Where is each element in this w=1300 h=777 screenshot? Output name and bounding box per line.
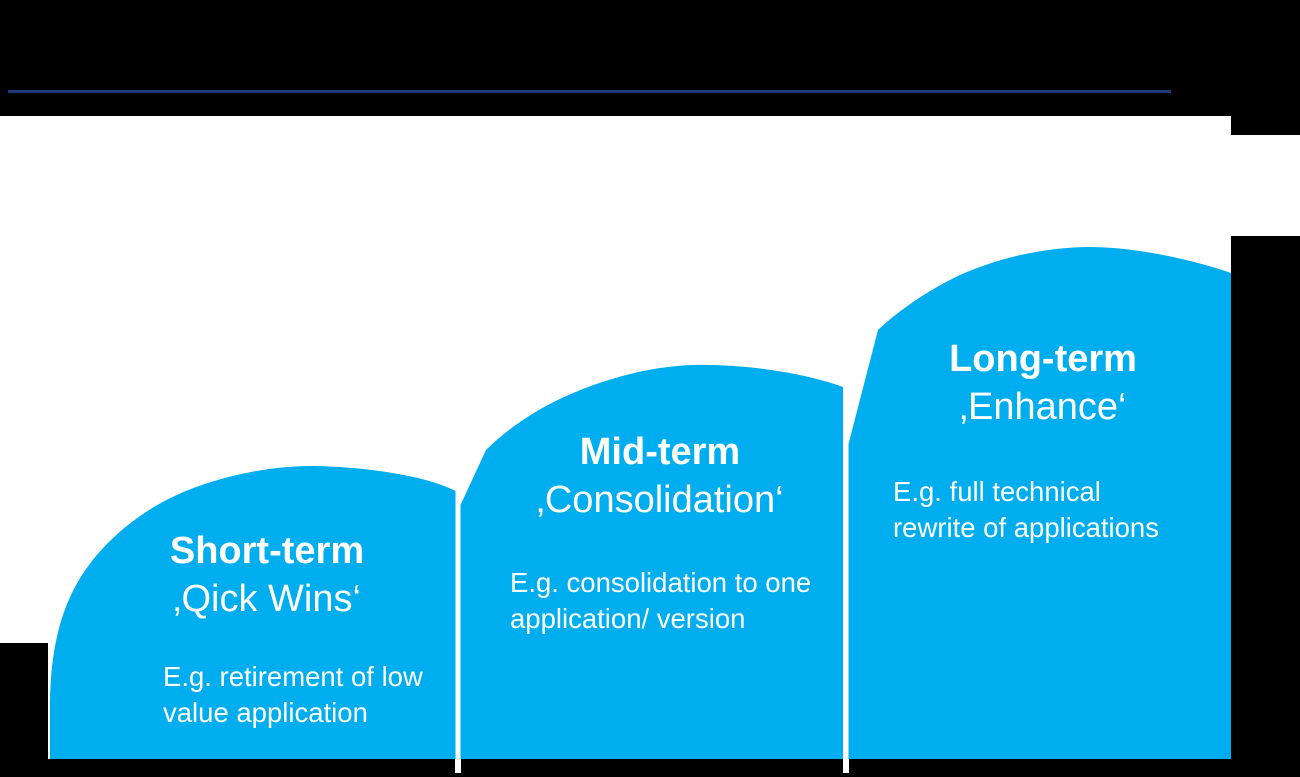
phase-short-term-example: E.g. retirement of low value application [163, 659, 423, 731]
example-line: value application [163, 697, 368, 728]
phase-title: Mid-term [579, 431, 741, 473]
phase-mid-term-heading: Mid-term ‚Consolidation‘ [480, 428, 840, 524]
phase-subtitle: ‚Qick Wins‘ [173, 578, 361, 620]
phase-title: Long-term [949, 338, 1137, 380]
example-line: E.g. full technical [893, 476, 1101, 507]
phase-long-term-example: E.g. full technical rewrite of applicati… [893, 474, 1159, 546]
phase-mid-term-example: E.g. consolidation to one application/ v… [510, 565, 811, 637]
example-line: E.g. consolidation to one [510, 567, 812, 598]
phase-long-term-heading: Long-term ‚Enhance‘ [863, 335, 1223, 431]
bottom-redaction-bar [0, 759, 1300, 777]
bottom-left-redaction-block [0, 643, 48, 777]
example-line: application/ version [510, 603, 746, 634]
phase-short-term-heading: Short-term ‚Qick Wins‘ [87, 527, 447, 623]
top-right-redaction-block [1231, 0, 1300, 135]
phase-divider-gap-1 [455, 759, 461, 773]
example-line: rewrite of applications [893, 512, 1159, 543]
example-line: E.g. retirement of low [163, 661, 423, 692]
right-edge-redaction-column [1231, 236, 1300, 777]
phase-title: Short-term [169, 530, 365, 572]
header-underline-rule [8, 90, 1171, 93]
hill-mid-term [460, 364, 843, 759]
phase-divider-gap-2 [843, 759, 849, 773]
phase-subtitle: ‚Enhance‘ [959, 386, 1127, 428]
header-redaction-bar [0, 0, 1300, 116]
hill-short-term [50, 465, 456, 759]
phase-subtitle: ‚Consolidation‘ [536, 479, 784, 521]
hill-long-term [848, 247, 1231, 759]
